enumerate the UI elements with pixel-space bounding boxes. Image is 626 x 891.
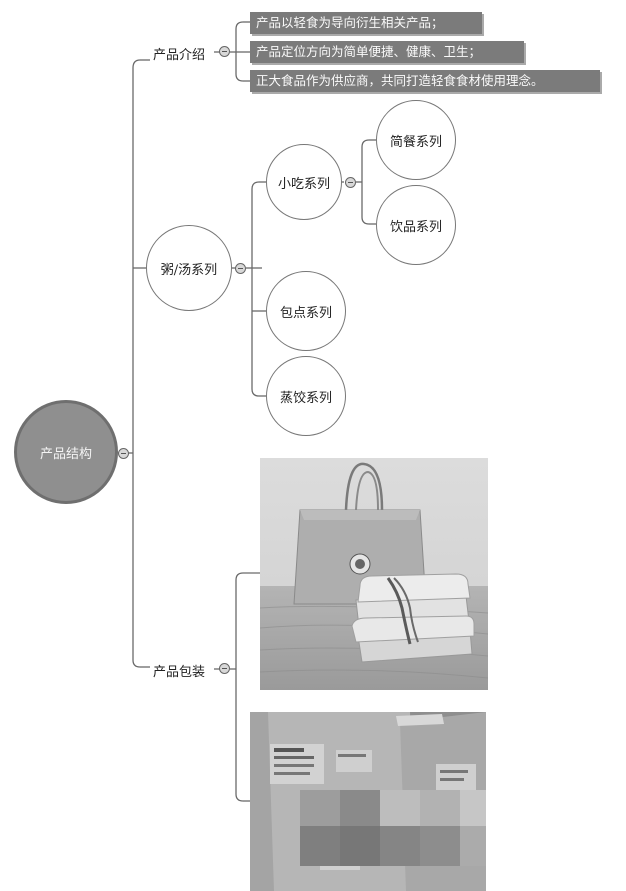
- snack-series-label: 小吃系列: [278, 173, 330, 192]
- intro-collapse-toggle[interactable]: [219, 46, 230, 57]
- packaging-node[interactable]: 产品包装: [153, 661, 205, 680]
- intro-label: 产品介绍: [153, 48, 205, 63]
- series-collapse-toggle[interactable]: [235, 263, 246, 274]
- packaging-label: 产品包装: [153, 665, 205, 680]
- dumpling-series-label: 蒸饺系列: [280, 387, 332, 406]
- intro-node[interactable]: 产品介绍: [153, 44, 205, 63]
- drink-series-node[interactable]: 饮品系列: [376, 185, 456, 265]
- packaging-collapse-toggle[interactable]: [219, 663, 230, 674]
- drink-series-label: 饮品系列: [390, 216, 442, 235]
- root-collapse-toggle[interactable]: [118, 448, 129, 459]
- packaging-bags-with-labels-photo: [250, 712, 486, 891]
- simple-meal-series-label: 简餐系列: [390, 131, 442, 150]
- series-label: 粥/汤系列: [161, 259, 217, 278]
- intro-item-1[interactable]: 产品以轻食为导向衍生相关产品；: [250, 12, 482, 34]
- series-node[interactable]: 粥/汤系列: [146, 225, 232, 311]
- dumpling-series-node[interactable]: 蒸饺系列: [266, 356, 346, 436]
- bun-series-node[interactable]: 包点系列: [266, 271, 346, 351]
- intro-item-3[interactable]: 正大食品作为供应商，共同打造轻食食材使用理念。: [250, 70, 600, 92]
- paper-bag-with-food-containers-photo: [260, 458, 488, 690]
- simple-meal-series-node[interactable]: 简餐系列: [376, 100, 456, 180]
- bun-series-label: 包点系列: [280, 302, 332, 321]
- snack-series-node[interactable]: 小吃系列: [266, 144, 342, 220]
- root-node[interactable]: 产品结构: [14, 400, 118, 504]
- root-label: 产品结构: [40, 443, 92, 462]
- intro-item-2[interactable]: 产品定位方向为简单便捷、健康、卫生；: [250, 41, 524, 63]
- snack-collapse-toggle[interactable]: [345, 177, 356, 188]
